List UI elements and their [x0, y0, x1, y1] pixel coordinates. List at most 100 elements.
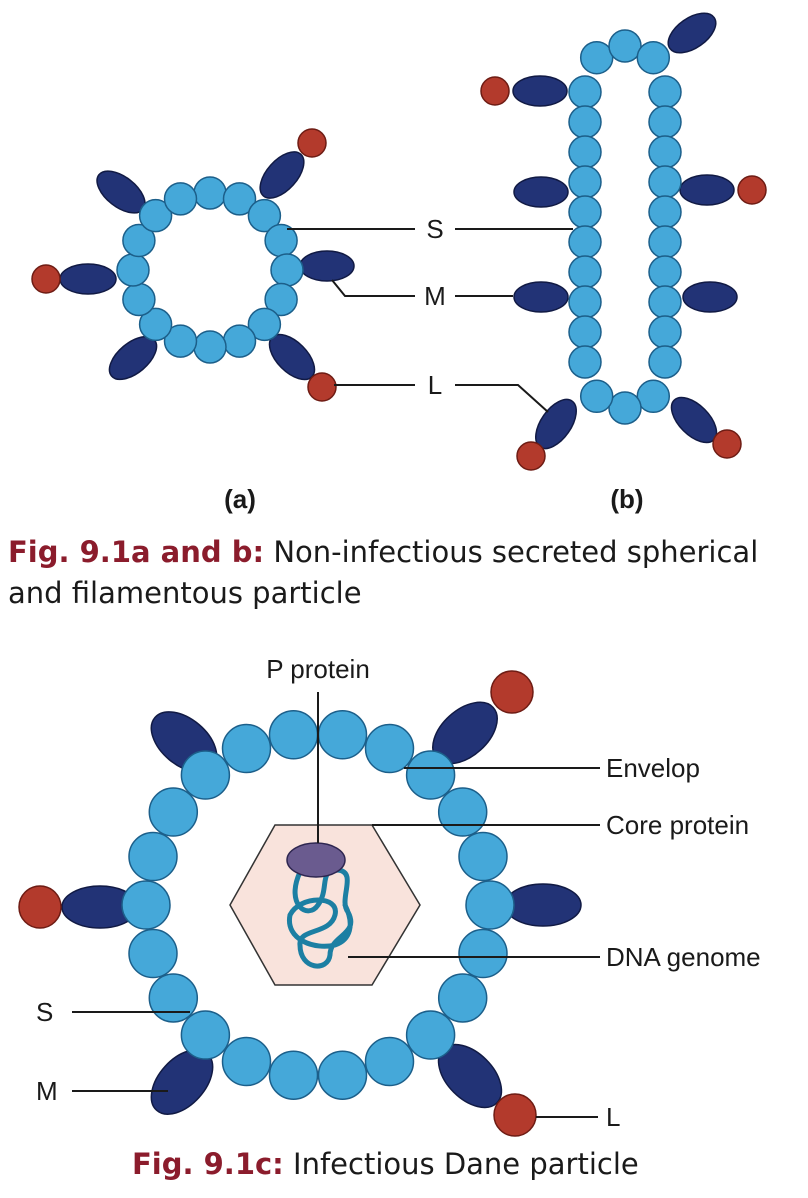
- sublabel-b: (b): [610, 484, 643, 514]
- caption-ab-line2: and filamentous particle: [8, 576, 362, 610]
- s-protein-bead: [648, 315, 682, 349]
- s-protein-bead: [116, 253, 150, 287]
- l-tip-b-bottomright: [712, 429, 742, 459]
- s-protein-bead: [122, 282, 156, 317]
- s-protein-bead: [180, 750, 231, 800]
- m-protein-b-midright: [682, 281, 738, 313]
- s-protein-bead: [221, 723, 272, 774]
- s-protein-bead: [264, 282, 298, 317]
- label-s-c: S: [36, 997, 53, 1027]
- label-l-c: L: [606, 1102, 620, 1132]
- s-protein-bead: [317, 710, 368, 760]
- s-protein-bead: [648, 285, 682, 319]
- s-protein-bead: [579, 379, 614, 414]
- l-tip-b-bottomleft: [516, 441, 546, 471]
- s-protein-bead: [148, 973, 199, 1023]
- s-protein-bead: [221, 1036, 272, 1087]
- s-protein-ring-a: [116, 176, 304, 364]
- s-protein-bead: [648, 345, 682, 379]
- s-protein-bead: [364, 723, 415, 774]
- s-protein-bead: [648, 195, 682, 229]
- s-protein-bead: [579, 40, 614, 75]
- s-protein-bead: [364, 1036, 415, 1087]
- s-protein-bead: [648, 165, 682, 199]
- s-protein-bead: [458, 831, 508, 882]
- leader-lines-ab: [287, 228, 573, 413]
- m-protein-b-left: [513, 176, 569, 208]
- s-protein-bead: [138, 307, 173, 342]
- s-protein-bead: [138, 198, 173, 233]
- s-protein-bead: [608, 29, 642, 63]
- leader-lines-c: [72, 692, 600, 1118]
- s-protein-bead: [648, 225, 682, 259]
- caption-ab-prefix: Fig. 9.1a and b:: [8, 535, 265, 569]
- s-protein-bead: [648, 255, 682, 289]
- m-protein-a-right: [299, 250, 355, 282]
- l-tip-a-topright: [297, 128, 327, 158]
- s-protein-bead: [568, 75, 602, 109]
- s-protein-bead: [437, 973, 488, 1023]
- s-protein-bead: [121, 880, 171, 930]
- s-protein-bead: [458, 928, 508, 979]
- s-protein-bead: [128, 928, 178, 979]
- s-protein-bead: [568, 315, 602, 349]
- s-protein-bead: [193, 176, 227, 210]
- label-m-ab: M: [424, 281, 446, 311]
- label-p-protein: P protein: [266, 654, 370, 684]
- s-protein-bead: [122, 223, 156, 258]
- l-protein-a-left: [59, 263, 117, 295]
- l-tip-b-right: [737, 175, 767, 205]
- label-core-protein: Core protein: [606, 810, 749, 840]
- s-protein-bead: [636, 40, 671, 75]
- l-tip-a-bottomright: [307, 372, 337, 402]
- m-protein-b-topright: [667, 12, 717, 54]
- s-protein-bead: [222, 182, 257, 216]
- caption-ab-line2-row: and filamentous particle: [8, 575, 362, 612]
- s-protein-bead: [636, 379, 671, 414]
- l-protein-a-topright: [259, 151, 305, 199]
- sublabel-a: (a): [224, 484, 256, 514]
- s-protein-bead: [268, 1050, 319, 1100]
- s-protein-bead: [148, 787, 199, 837]
- s-protein-bead: [465, 880, 515, 930]
- label-m-c: M: [36, 1076, 58, 1106]
- s-protein-bead: [648, 75, 682, 109]
- l-tip-c-bottomright: [493, 1093, 537, 1137]
- l-tip-b-topleft: [480, 76, 510, 106]
- label-dna-genome: DNA genome: [606, 942, 761, 972]
- s-protein-bead: [608, 391, 642, 425]
- s-protein-bead: [193, 330, 227, 364]
- l-protein-b-topleft: [512, 75, 568, 107]
- l-tip-a-left: [31, 264, 61, 294]
- s-protein-bead: [405, 1010, 456, 1060]
- s-protein-bead: [568, 255, 602, 289]
- s-protein-bead: [222, 324, 257, 358]
- s-protein-bead: [128, 831, 178, 882]
- envelope-ring-c: [121, 710, 515, 1100]
- caption-c: Fig. 9.1c: Infectious Dane particle: [132, 1146, 639, 1183]
- p-protein: [286, 842, 346, 878]
- s-protein-bead: [247, 198, 282, 233]
- caption-ab-line1: Non-infectious secreted spherical: [273, 535, 759, 569]
- m-protein-c-right: [504, 883, 582, 927]
- label-envelop: Envelop: [606, 753, 700, 783]
- s-protein-bead: [648, 135, 682, 169]
- l-protein-b-right: [679, 174, 735, 206]
- l-tip-c-topright: [490, 670, 534, 714]
- dna-genome: [287, 867, 354, 969]
- s-protein-filament-b: [568, 29, 682, 425]
- l-tip-c-left: [18, 885, 62, 929]
- spherical-particle: [31, 128, 355, 402]
- s-protein-bead: [568, 225, 602, 259]
- s-protein-bead: [568, 285, 602, 319]
- s-protein-bead: [405, 750, 456, 800]
- caption-c-prefix: Fig. 9.1c:: [132, 1147, 284, 1181]
- s-protein-bead: [270, 253, 304, 287]
- s-protein-bead: [568, 165, 602, 199]
- s-protein-bead: [163, 182, 198, 216]
- caption-c-text: Infectious Dane particle: [293, 1147, 639, 1181]
- dane-particle: [18, 670, 582, 1137]
- s-protein-bead: [568, 135, 602, 169]
- label-l-ab: L: [428, 370, 442, 400]
